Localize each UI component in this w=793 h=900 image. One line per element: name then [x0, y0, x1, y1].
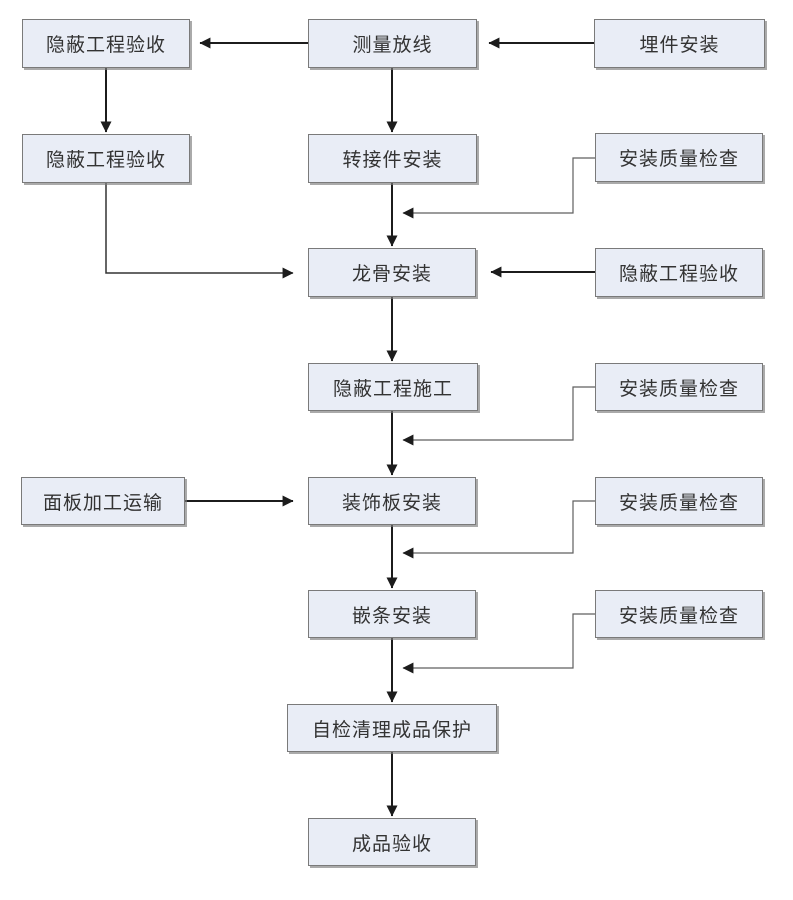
- node-hidden-work-acceptance-1: 隐蔽工程验收: [22, 19, 190, 68]
- node-measure-layout: 测量放线: [308, 19, 477, 68]
- node-install-quality-check-1: 安装质量检查: [595, 133, 763, 182]
- connector-qc3-to-flow: [402, 500, 595, 559]
- node-trim-strip-install: 嵌条安装: [308, 590, 476, 638]
- node-decorative-panel-install: 装饰板安装: [308, 477, 476, 525]
- connector-qc2-to-flow: [402, 386, 595, 446]
- node-embedded-parts-install: 埋件安装: [594, 19, 765, 68]
- node-adapter-install: 转接件安装: [308, 134, 477, 183]
- node-self-check-cleanup-protection: 自检清理成品保护: [287, 704, 497, 752]
- node-keel-install: 龙骨安装: [308, 248, 476, 297]
- connector-qc4-to-flow: [402, 613, 595, 674]
- node-hidden-work-acceptance-2: 隐蔽工程验收: [22, 134, 190, 183]
- node-install-quality-check-4: 安装质量检查: [595, 590, 763, 638]
- arrow-hidden2-to-keel: [105, 183, 294, 279]
- node-install-quality-check-3: 安装质量检查: [595, 477, 763, 525]
- node-install-quality-check-2: 安装质量检查: [595, 363, 763, 411]
- node-finished-product-acceptance: 成品验收: [308, 818, 476, 866]
- node-hidden-work-acceptance-3: 隐蔽工程验收: [595, 248, 763, 297]
- node-hidden-work-construction: 隐蔽工程施工: [308, 363, 478, 411]
- node-panel-processing-transport: 面板加工运输: [21, 477, 185, 525]
- connector-qc1-to-flow: [402, 157, 595, 219]
